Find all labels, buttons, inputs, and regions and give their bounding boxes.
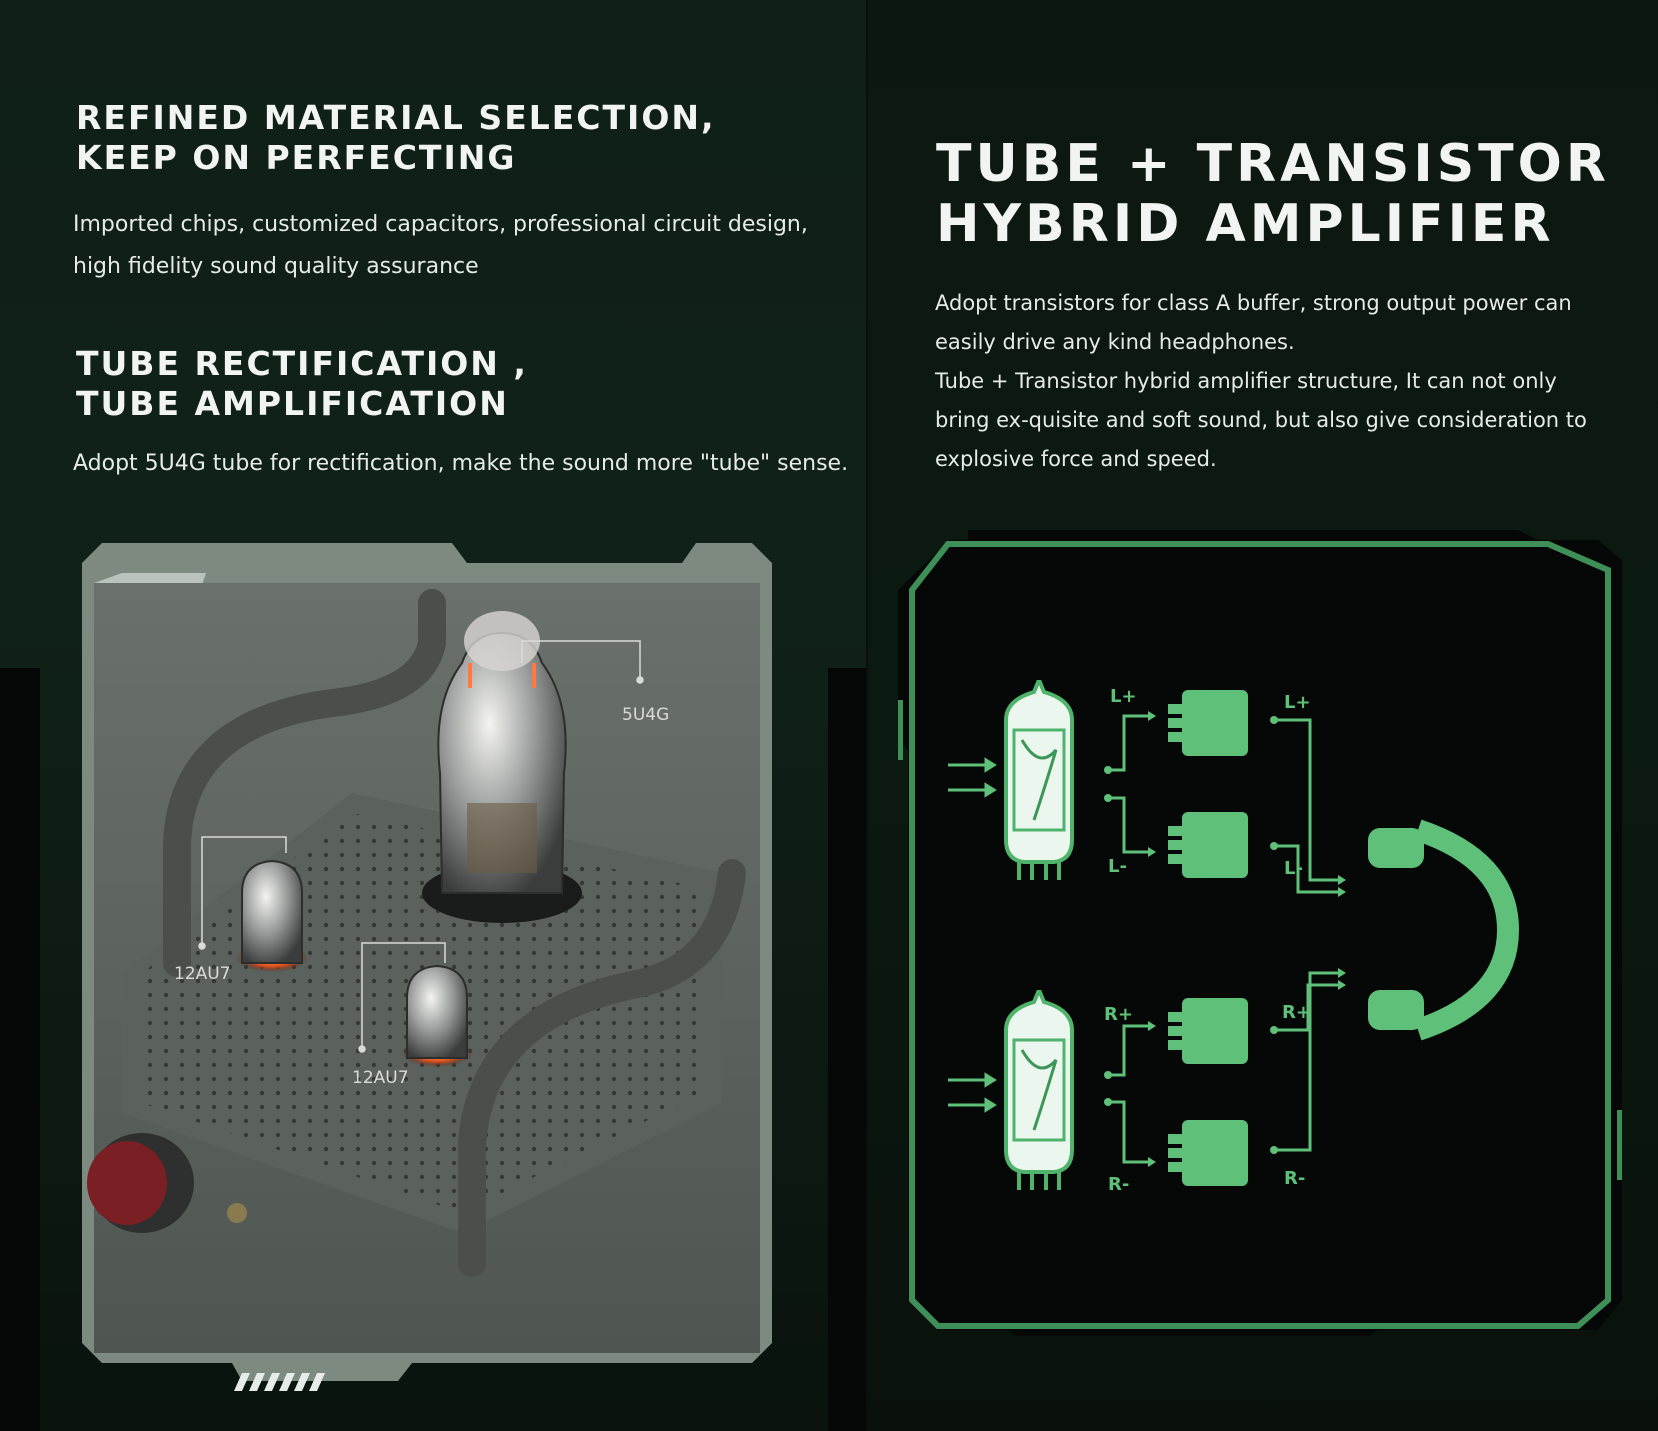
panel-divider bbox=[866, 0, 868, 1431]
label-rm-out: R- bbox=[1284, 1168, 1305, 1189]
paragraph-line: Tube + Transistor hybrid amplifier struc… bbox=[935, 369, 1587, 471]
label-12au7-left: 12AU7 bbox=[174, 964, 231, 984]
center-dark-band bbox=[828, 668, 868, 1431]
amplifier-tube-photo: 5U4G 12AU7 12AU7 bbox=[82, 543, 772, 1391]
heading-line: HYBRID AMPLIFIER bbox=[936, 194, 1555, 254]
tube-5u4g-top bbox=[464, 611, 540, 671]
tube-icon-right bbox=[1004, 990, 1074, 1190]
heading-material-selection: REFINED MATERIAL SELECTION, KEEP ON PERF… bbox=[76, 98, 716, 178]
handle-right bbox=[458, 859, 746, 1277]
headphone-band bbox=[1414, 819, 1520, 1041]
hybrid-amplifier-diagram: L+ L- L+ L- R+ R- R+ R- bbox=[898, 530, 1622, 1336]
diagram-background bbox=[898, 530, 1622, 1336]
label-lp-in: L+ bbox=[1110, 686, 1137, 707]
paragraph-line: high fidelity sound quality assurance bbox=[73, 254, 479, 279]
paragraph-line: Imported chips, customized capacitors, p… bbox=[73, 212, 808, 237]
paragraph-hybrid: Adopt transistors for class A buffer, st… bbox=[935, 284, 1615, 479]
heading-line: TUBE RECTIFICATION , bbox=[76, 344, 528, 383]
paragraph-material: Imported chips, customized capacitors, p… bbox=[73, 204, 808, 288]
tube-12au7-left bbox=[241, 859, 303, 964]
headphone-earcup-bottom bbox=[1368, 990, 1424, 1030]
heading-hybrid-amplifier: TUBE + TRANSISTOR HYBRID AMPLIFIER bbox=[936, 134, 1610, 254]
heading-tube-rectification: TUBE RECTIFICATION , TUBE AMPLIFICATION bbox=[76, 344, 528, 424]
diagram-frame bbox=[909, 541, 1611, 1329]
heading-line: KEEP ON PERFECTING bbox=[76, 138, 517, 177]
heading-line: TUBE AMPLIFICATION bbox=[76, 384, 509, 423]
input-arrows bbox=[948, 757, 997, 1113]
wire-nodes bbox=[1104, 711, 1346, 1167]
heading-line: REFINED MATERIAL SELECTION, bbox=[76, 98, 716, 137]
handle-left bbox=[163, 589, 446, 977]
signal-wires bbox=[1108, 714, 1338, 1164]
label-rp-in: R+ bbox=[1104, 1004, 1133, 1025]
volume-knob bbox=[87, 1141, 167, 1225]
label-rp-out: R+ bbox=[1282, 1002, 1311, 1023]
tube-5u4g-internals bbox=[467, 803, 537, 873]
frame-slash-marks-bottom bbox=[234, 1373, 325, 1391]
tube-5u4g-filament bbox=[468, 663, 536, 688]
left-dark-band bbox=[0, 668, 40, 1431]
label-lm-out: L- bbox=[1284, 858, 1303, 879]
label-lp-out: L+ bbox=[1284, 692, 1311, 713]
headphone-earcup-top bbox=[1368, 828, 1424, 868]
label-rm-in: R- bbox=[1108, 1174, 1129, 1195]
label-lm-in: L- bbox=[1108, 856, 1127, 877]
tube-12au7-right bbox=[406, 964, 468, 1059]
label-5u4g: 5U4G bbox=[622, 705, 669, 725]
paragraph-line: Adopt transistors for class A buffer, st… bbox=[935, 291, 1572, 354]
heading-line: TUBE + TRANSISTOR bbox=[936, 134, 1610, 194]
paragraph-rectification: Adopt 5U4G tube for rectification, make … bbox=[73, 451, 849, 476]
label-12au7-right: 12AU7 bbox=[352, 1068, 409, 1088]
callout-lines bbox=[198, 640, 644, 1053]
tube-icon-left bbox=[1004, 680, 1074, 880]
headphone-jack bbox=[227, 1203, 247, 1223]
